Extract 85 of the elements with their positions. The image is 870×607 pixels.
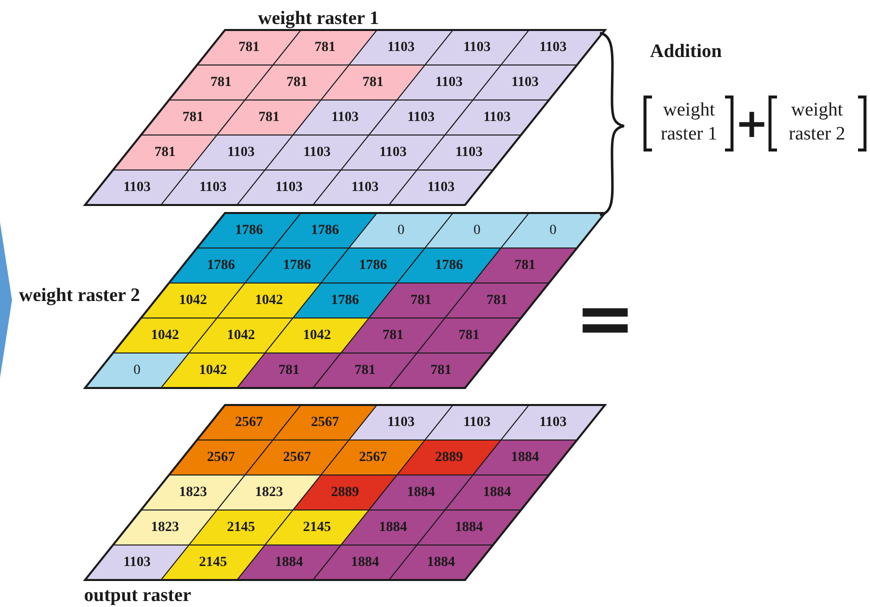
cell-value: 781 bbox=[458, 328, 480, 342]
cell-value: 1103 bbox=[351, 180, 379, 194]
cell-value: 1103 bbox=[539, 40, 567, 54]
formula-term: raster 2 bbox=[788, 124, 846, 144]
formula-term: weight bbox=[663, 100, 715, 120]
cell-value: 781 bbox=[154, 146, 176, 160]
cell-value: 0 bbox=[474, 224, 480, 238]
cell-value: 2889 bbox=[435, 450, 463, 464]
cell-value: 2567 bbox=[359, 450, 387, 464]
cell-value: 1042 bbox=[199, 364, 227, 378]
formula-term: raster 1 bbox=[660, 124, 718, 144]
cell-value: 781 bbox=[410, 294, 432, 308]
cell-value: 0 bbox=[134, 364, 140, 378]
cell-value: 1103 bbox=[331, 110, 359, 124]
cell-value: 2567 bbox=[283, 450, 311, 464]
cell-value: 1103 bbox=[463, 416, 491, 430]
cell-value: 1103 bbox=[455, 146, 483, 160]
cell-value: 1103 bbox=[227, 146, 255, 160]
cell-value: 1103 bbox=[303, 146, 331, 160]
cell-value: 781 bbox=[354, 364, 376, 378]
cell-value: 1103 bbox=[427, 180, 455, 194]
cell-value: 1884 bbox=[407, 486, 435, 500]
cell-value: 781 bbox=[210, 76, 232, 90]
cell-value: 1884 bbox=[455, 520, 483, 534]
cell-value: 1103 bbox=[511, 76, 539, 90]
plus-sign: + bbox=[735, 104, 769, 144]
cell-value: 1103 bbox=[539, 416, 567, 430]
cell-value: 1823 bbox=[255, 486, 283, 500]
cell-value: 1884 bbox=[351, 556, 379, 570]
cell-value: 1786 bbox=[283, 258, 311, 272]
raster-title: weight raster 1 bbox=[258, 9, 380, 28]
cell-value: 1103 bbox=[387, 416, 415, 430]
cell-value: 1823 bbox=[179, 486, 207, 500]
raster-title: weight raster 2 bbox=[19, 286, 140, 305]
cell-value: 2145 bbox=[199, 556, 227, 570]
formula-term: weight bbox=[791, 100, 843, 120]
cell-value: 781 bbox=[430, 364, 452, 378]
cell-value: 781 bbox=[238, 40, 260, 54]
cell-value: 1042 bbox=[151, 328, 179, 342]
cell-value: 2145 bbox=[227, 520, 255, 534]
cell-value: 781 bbox=[286, 76, 308, 90]
cell-value: 1786 bbox=[331, 294, 359, 308]
cell-value: 2567 bbox=[311, 416, 339, 430]
cell-value: 1786 bbox=[207, 258, 235, 272]
raster-title: output raster bbox=[84, 586, 192, 605]
cell-value: 1103 bbox=[435, 76, 463, 90]
cell-value: 781 bbox=[486, 294, 508, 308]
cell-value: 1103 bbox=[275, 180, 303, 194]
cell-value: 1042 bbox=[303, 328, 331, 342]
cell-value: 1884 bbox=[379, 520, 407, 534]
cell-value: 1884 bbox=[511, 450, 539, 464]
cell-value: 1884 bbox=[483, 486, 511, 500]
cell-value: 2567 bbox=[207, 450, 235, 464]
cell-value: 781 bbox=[362, 76, 384, 90]
cell-value: 1042 bbox=[179, 294, 207, 308]
cell-value: 1103 bbox=[387, 40, 415, 54]
cell-value: 781 bbox=[278, 364, 300, 378]
cell-value: 781 bbox=[382, 328, 404, 342]
cell-value: 781 bbox=[314, 40, 336, 54]
cell-value: 1786 bbox=[435, 258, 463, 272]
cell-value: 0 bbox=[398, 224, 404, 238]
cell-value: 1103 bbox=[463, 40, 491, 54]
cell-value: 1042 bbox=[255, 294, 283, 308]
cell-value: 1884 bbox=[275, 556, 303, 570]
cell-value: 1103 bbox=[123, 180, 151, 194]
cell-value: 1786 bbox=[311, 224, 339, 238]
cell-value: 2145 bbox=[303, 520, 331, 534]
cell-value: 0 bbox=[550, 224, 556, 238]
cell-value: 1823 bbox=[151, 520, 179, 534]
cell-value: 1786 bbox=[235, 224, 263, 238]
cell-value: 2567 bbox=[235, 416, 263, 430]
cell-value: 1042 bbox=[227, 328, 255, 342]
cell-value: 781 bbox=[258, 110, 280, 124]
cell-value: 1103 bbox=[407, 110, 435, 124]
cell-value: 1884 bbox=[427, 556, 455, 570]
cell-value: 1103 bbox=[199, 180, 227, 194]
cell-value: 1103 bbox=[123, 556, 151, 570]
heading: Addition bbox=[650, 42, 722, 61]
cell-value: 1103 bbox=[483, 110, 511, 124]
cell-value: 781 bbox=[182, 110, 204, 124]
cell-value: 1103 bbox=[379, 146, 407, 160]
cell-value: 1786 bbox=[359, 258, 387, 272]
cell-value: 781 bbox=[514, 258, 536, 272]
cell-value: 2889 bbox=[331, 486, 359, 500]
equals-sign: = bbox=[575, 282, 636, 354]
